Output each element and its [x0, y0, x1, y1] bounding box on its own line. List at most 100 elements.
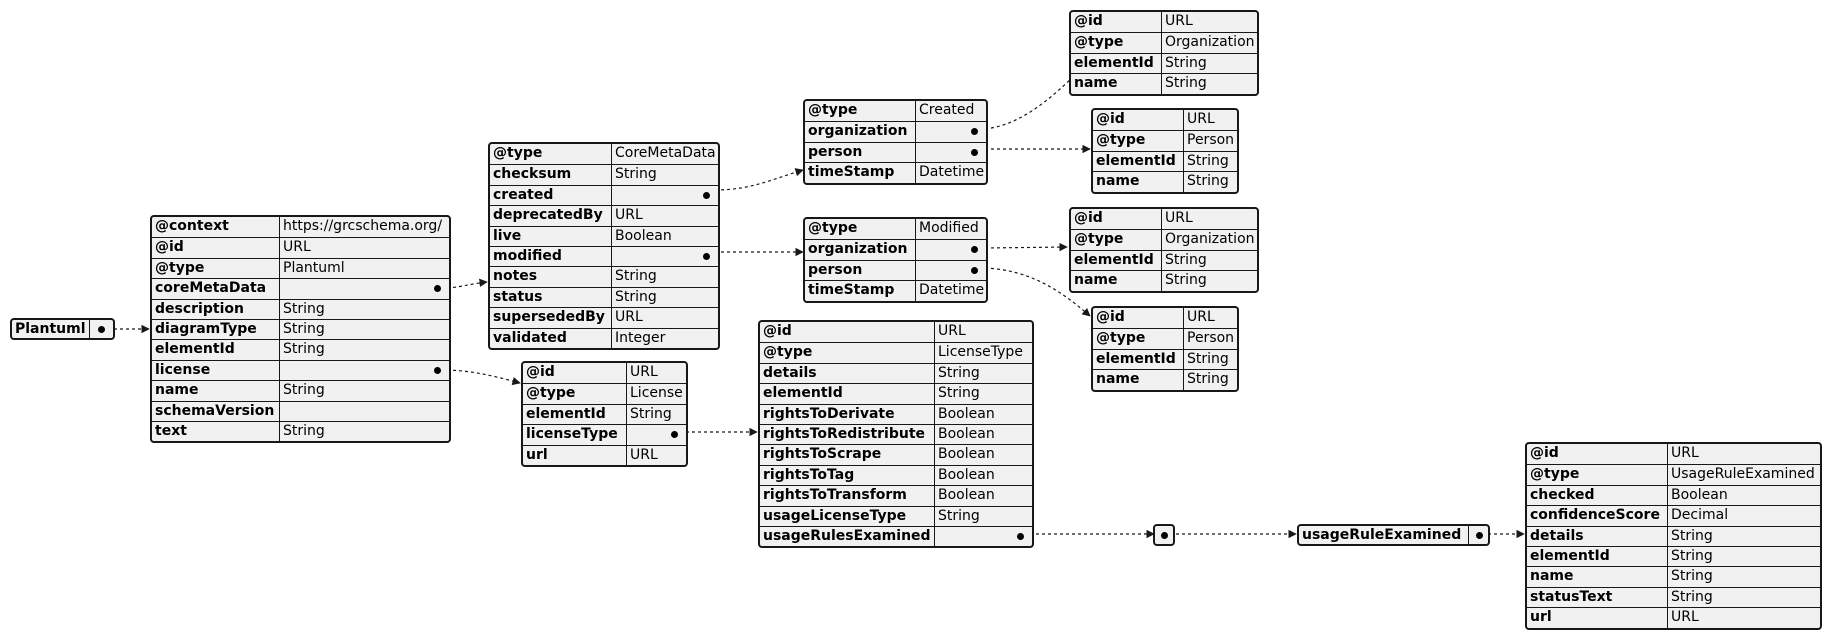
field-value: String: [935, 507, 1032, 526]
field-key: elementId: [1071, 250, 1162, 271]
table-row: modified: [490, 245, 718, 267]
field-value: String: [1668, 588, 1820, 607]
field-key: timeStamp: [805, 163, 916, 183]
field-value: [916, 261, 986, 280]
field-value-text: Boolean: [938, 405, 995, 422]
field-value: [280, 361, 449, 380]
field-value: String: [1184, 152, 1237, 171]
field-value: Plantuml: [280, 259, 449, 278]
field-key: diagramType: [152, 319, 280, 340]
link-dot: [971, 148, 978, 156]
field-value: Boolean: [935, 466, 1032, 485]
field-value-text: Datetime: [919, 282, 985, 299]
field-key: url: [523, 445, 627, 465]
field-value-text: URL: [630, 446, 658, 463]
field-key: confidenceScore: [1527, 506, 1668, 526]
field-value-text: String: [1187, 371, 1229, 388]
field-value: Datetime: [916, 281, 986, 300]
field-key: rightsToScrape: [760, 445, 935, 465]
field-value: String: [280, 381, 449, 400]
field-key: @id: [1093, 110, 1184, 131]
field-key: @id: [1071, 209, 1162, 230]
field-key: validated: [490, 328, 612, 348]
field-value-text: String: [283, 341, 325, 358]
field-value-text: LicenseType: [938, 344, 1023, 361]
link-dot: [703, 191, 710, 199]
field-value-text: String: [283, 382, 325, 399]
field-value-text: String: [1671, 568, 1713, 585]
field-value: String: [935, 364, 1032, 383]
field-key: rightsToDerivate: [760, 404, 935, 424]
field-value-text: String: [615, 166, 657, 183]
field-key: rightsToRedistribute: [760, 424, 935, 445]
field-value: Organization: [1162, 230, 1257, 249]
field-key: coreMetaData: [152, 279, 280, 299]
field-value-text: https://grcschema.org/: [283, 218, 443, 234]
link-dot: [971, 128, 978, 136]
field-value: Boolean: [935, 445, 1032, 464]
field-key: status: [490, 287, 612, 308]
field-value: String: [612, 267, 718, 286]
field-key: usageRulesExamined: [760, 526, 935, 547]
field-value-text: String: [938, 507, 980, 524]
field-key: @type: [1093, 131, 1184, 151]
field-value: Integer: [612, 329, 718, 348]
field-key: license: [152, 360, 280, 381]
field-key: elementId: [760, 384, 935, 404]
field-key: details: [1527, 526, 1668, 546]
field-key: @type: [1071, 33, 1162, 53]
field-value-text: String: [938, 364, 980, 381]
field-value: URL: [627, 363, 686, 383]
field-key: @type: [490, 144, 612, 165]
field-value: Created: [916, 101, 986, 121]
field-key: @type: [1093, 329, 1184, 349]
field-value: License: [627, 384, 686, 403]
field-value: Boolean: [935, 405, 1032, 424]
link-dot: [434, 285, 441, 293]
usageruleexamined-node: usageRuleExamined: [1297, 524, 1490, 546]
field-value: [935, 527, 1032, 546]
field-value: String: [612, 288, 718, 307]
root-label: Plantuml: [12, 320, 90, 338]
field-value: URL: [1184, 308, 1237, 328]
field-value-text: String: [283, 300, 325, 317]
field-value: String: [280, 300, 449, 319]
edge-created: [714, 168, 804, 191]
field-value-text: String: [283, 320, 325, 337]
field-value-text: String: [1165, 251, 1207, 268]
field-value-text: String: [1671, 547, 1713, 564]
field-value-text: String: [1187, 173, 1229, 190]
field-value-text: String: [1165, 75, 1207, 92]
field-value-text: String: [615, 288, 657, 305]
field-key: name: [1071, 74, 1162, 94]
field-key: name: [1527, 567, 1668, 587]
field-value: LicenseType: [935, 343, 1032, 362]
field-value: Decimal: [1668, 506, 1820, 525]
table-row: organization: [805, 239, 986, 260]
link-dot: [671, 431, 678, 439]
field-key: @id: [760, 322, 935, 343]
field-value-text: String: [938, 385, 980, 402]
